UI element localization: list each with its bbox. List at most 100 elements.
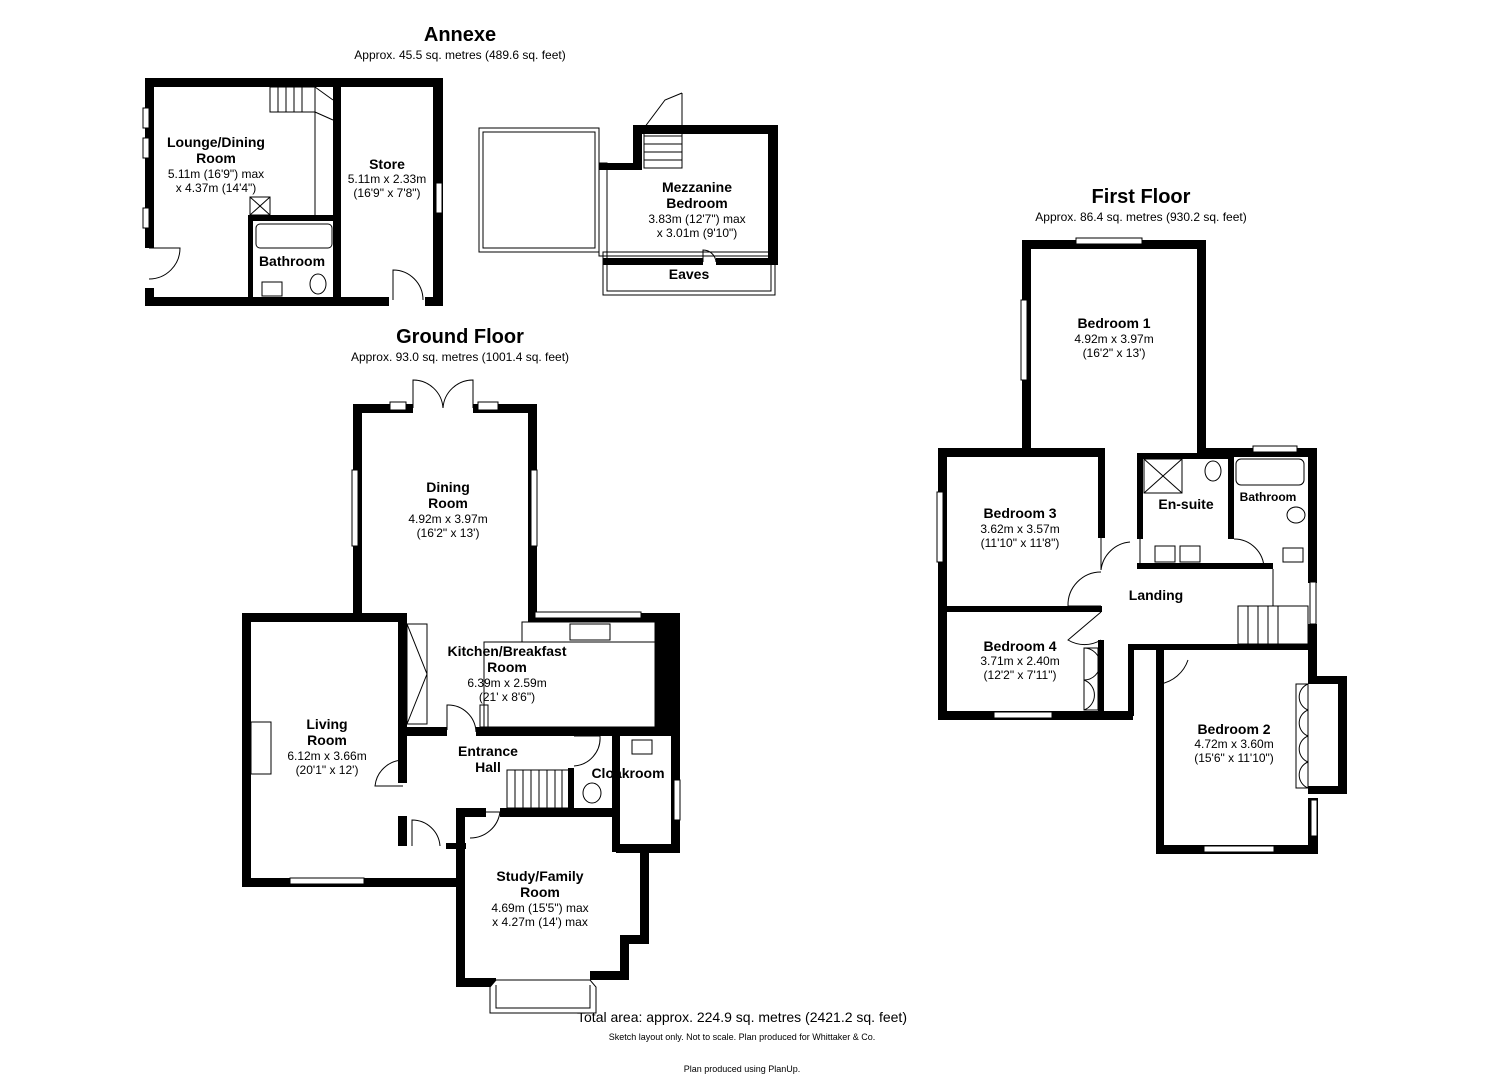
sink-icon: [1282, 547, 1304, 563]
disclaimer: Sketch layout only. Not to scale. Plan p…: [609, 1032, 875, 1042]
room-dimensions: 4.69m (15'5") max: [491, 901, 588, 915]
toilet-icon: [582, 782, 602, 804]
wardrobe: [1295, 683, 1309, 789]
window: [389, 401, 407, 411]
room-name: Living: [306, 716, 347, 732]
room-name: Hall: [475, 759, 501, 775]
room-name: Room: [487, 659, 527, 675]
door-swing: [1067, 611, 1102, 646]
room-name: Study/Family: [496, 868, 583, 884]
window: [1075, 237, 1143, 245]
stairs: [643, 92, 683, 169]
window: [1020, 299, 1028, 381]
door-swing: [1100, 538, 1131, 571]
hatch: [249, 196, 271, 216]
room-dimensions: 3.83m (12'7") max: [648, 212, 745, 226]
window: [1309, 581, 1317, 625]
room-dimensions: x 4.27m (14') max: [492, 915, 588, 929]
ground-floor-title: Ground Floor: [396, 326, 524, 348]
room-name: Bedroom: [666, 195, 727, 211]
total-area: Total area: approx. 224.9 sq. metres (24…: [577, 1009, 907, 1025]
room-dimensions: 3.62m x 3.57m: [980, 522, 1059, 536]
room-name: Bedroom 3: [983, 505, 1056, 521]
eaves-area: [602, 251, 776, 296]
room-name: Eaves: [669, 266, 710, 282]
window: [289, 877, 365, 885]
stairs: [506, 769, 570, 809]
door-swing: [148, 247, 181, 280]
door-swing: [442, 379, 474, 409]
wardrobe: [1083, 647, 1099, 711]
window: [142, 207, 150, 229]
credit: Plan produced using PlanUp.: [684, 1064, 801, 1074]
door-swing: [702, 249, 717, 263]
room-name: Room: [428, 495, 468, 511]
room-name: Room: [196, 150, 236, 166]
room-name: Bathroom: [259, 253, 325, 269]
room-dimensions: (11'10" x 11'8"): [981, 536, 1060, 550]
door-swing: [1233, 538, 1265, 570]
window: [530, 469, 538, 547]
room-name: Bedroom 1: [1077, 315, 1150, 331]
sink-icon: [569, 623, 611, 641]
room-name: Room: [307, 732, 347, 748]
window: [1252, 445, 1298, 453]
sink-icon: [1154, 545, 1176, 563]
room-dimensions: 3.71m x 2.40m: [980, 654, 1059, 668]
room-name: En-suite: [1158, 496, 1213, 512]
ground-floor-area: Approx. 93.0 sq. metres (1001.4 sq. feet…: [351, 350, 569, 364]
toilet-icon: [1286, 506, 1306, 524]
mezzanine-plan: Mezzanine Bedroom 3.83m (12'7") max x 3.…: [478, 92, 778, 296]
hob-icon: [654, 654, 674, 694]
window: [142, 107, 150, 129]
room-dimensions: 6.39m x 2.59m: [467, 676, 546, 690]
room-dimensions: 4.92m x 3.97m: [1074, 332, 1153, 346]
window: [477, 401, 499, 411]
room-name: Landing: [1129, 587, 1183, 603]
room-dimensions: x 3.01m (9'10"): [657, 226, 738, 240]
room-name: Room: [520, 884, 560, 900]
stairs: [1237, 569, 1309, 645]
door-swing: [392, 269, 424, 301]
room-name: Cloakroom: [591, 765, 664, 781]
door-swing: [446, 704, 477, 733]
room-name: Bedroom 4: [983, 638, 1056, 654]
window: [673, 779, 681, 821]
room-dimensions: 5.11m (16'9") max: [168, 167, 264, 181]
sink-icon: [631, 739, 653, 755]
room-dimensions: 6.12m x 3.66m: [287, 749, 366, 763]
sink-icon: [1179, 545, 1201, 563]
window: [1203, 845, 1275, 853]
window: [142, 137, 150, 159]
room-name: Bedroom 2: [1197, 721, 1270, 737]
room-dimensions: (15'6" x 11'10"): [1194, 751, 1274, 765]
window: [351, 469, 359, 547]
room-name: Dining: [426, 479, 470, 495]
annexe-title: Annexe: [424, 24, 496, 46]
window: [993, 711, 1053, 719]
fireplace: [250, 721, 272, 775]
stairs: [269, 86, 334, 215]
door-swing: [1067, 571, 1102, 607]
room-dimensions: x 4.37m (14'4"): [176, 181, 257, 195]
room-dimensions: (20'1" x 12'): [296, 763, 359, 777]
room-dimensions: 4.92m x 3.97m: [408, 512, 487, 526]
window: [936, 491, 944, 563]
room-dimensions: 5.11m x 2.33m: [348, 172, 426, 186]
door-swing: [374, 759, 404, 787]
kitchen-counter: [521, 621, 656, 643]
annexe-plan: Annexe Approx. 45.5 sq. metres (489.6 sq…: [142, 24, 566, 306]
room-dimensions: (16'9" x 7'8"): [353, 186, 420, 200]
window: [435, 182, 443, 214]
annexe-area: Approx. 45.5 sq. metres (489.6 sq. feet): [354, 48, 565, 62]
ground-floor-plan: Ground Floor Approx. 93.0 sq. metres (10…: [242, 326, 681, 1014]
window: [1310, 799, 1318, 837]
room-name: Kitchen/Breakfast: [447, 643, 566, 659]
first-floor-area: Approx. 86.4 sq. metres (930.2 sq. feet): [1035, 210, 1246, 224]
mezzanine-walls: [599, 125, 778, 265]
room-dimensions: (16'2" x 13'): [1083, 346, 1146, 360]
room-name: Store: [369, 156, 405, 172]
door-swing: [573, 735, 601, 767]
void-area: [478, 127, 600, 253]
